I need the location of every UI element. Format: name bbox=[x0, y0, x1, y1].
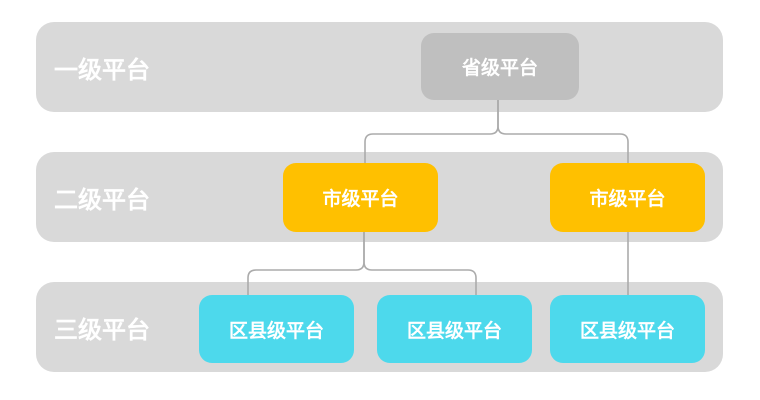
node-county-platform-2: 区县级平台 bbox=[377, 295, 532, 363]
row-label-level-1: 一级平台 bbox=[54, 56, 150, 84]
node-label: 区县级平台 bbox=[579, 320, 675, 342]
node-city-platform-2: 市级平台 bbox=[550, 163, 705, 232]
node-label: 市级平台 bbox=[322, 189, 399, 210]
node-county-platform-1: 区县级平台 bbox=[199, 295, 354, 363]
row-label-level-2: 二级平台 bbox=[54, 186, 150, 214]
row-label-level-3: 三级平台 bbox=[54, 316, 150, 344]
node-provincial-platform: 省级平台 bbox=[421, 33, 579, 100]
node-county-platform-3: 区县级平台 bbox=[550, 295, 705, 363]
node-label: 区县级平台 bbox=[406, 320, 502, 342]
node-label: 区县级平台 bbox=[228, 320, 324, 342]
band-level-1: 一级平台 bbox=[36, 22, 723, 112]
node-city-platform-1: 市级平台 bbox=[283, 163, 438, 232]
node-label: 省级平台 bbox=[461, 58, 538, 79]
node-label: 市级平台 bbox=[589, 189, 666, 210]
